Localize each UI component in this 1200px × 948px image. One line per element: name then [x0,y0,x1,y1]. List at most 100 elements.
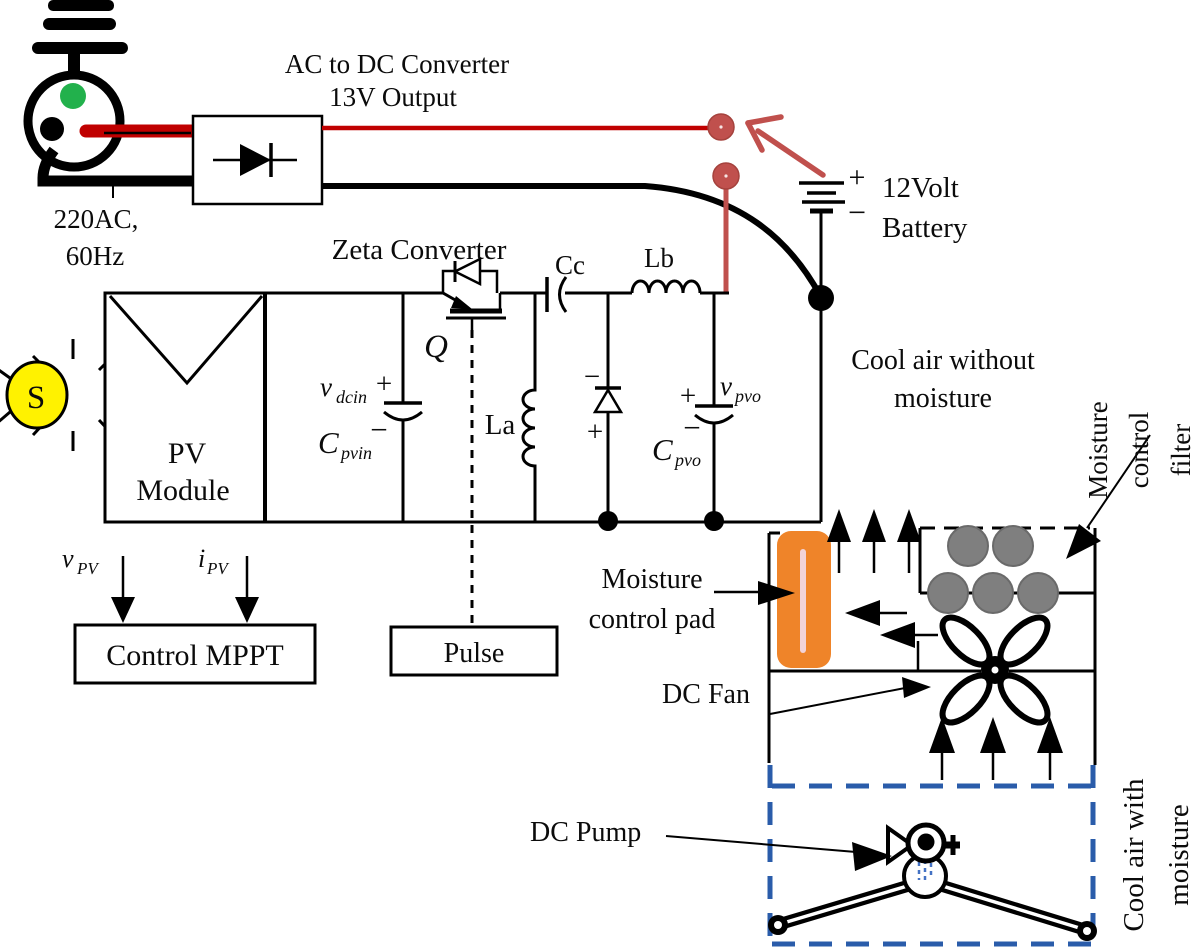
pulse-block: Pulse [389,625,559,677]
minus-sign: − [370,412,387,447]
ipv-arrowhead-icon [235,597,259,623]
sun-letter: S [27,380,45,416]
airflow-up-arrows-top [827,509,921,573]
pad-label: control pad [589,604,716,635]
cool-air-in-label: moisture [1163,804,1195,906]
pad-pointer [714,581,795,605]
terminal-highlight [724,174,728,178]
pv-chevron [108,295,264,386]
mppt-control: v PV i PV Control MPPT [62,544,317,685]
neutral-wire [37,146,193,187]
converter-title: AC to DC Converter [285,49,509,79]
ipv-subscript: PV [206,559,230,578]
battery-label: Battery [882,212,968,244]
freewheel-diode-icon [592,293,624,531]
mppt-box [73,623,317,685]
pump-nozzle [886,824,916,866]
airflow-left-arrows [845,600,938,671]
inductor-lb-icon [630,279,702,294]
dc-negative-wire [322,183,824,299]
mppt-label: Control MPPT [106,639,284,672]
filter-label: control [1124,412,1154,488]
pv-label: Module [136,474,229,507]
filter-label: Moisture [1083,401,1113,499]
output-capacitor-icon [694,293,734,531]
vdcin-subscript: dcin [336,387,367,407]
cool-air-out-label: moisture [894,383,992,414]
vpv-subscript: PV [76,559,100,578]
plug-stem [68,52,80,76]
filter-label: filter [1166,424,1196,476]
switch-arrow-icon [745,114,826,178]
battery-icon [799,181,845,297]
junction-dot [598,511,618,531]
airflow-up-arrows-bottom [929,717,1063,780]
filter-pointer [1066,434,1151,559]
diode-icon [240,144,271,176]
vpvo-label: v [720,371,732,401]
coupling-capacitor-icon [545,276,568,313]
ipv-label: i [198,544,205,573]
ac-source-label: 220AC, [54,204,139,234]
pulse-box [389,625,559,677]
cooler-assembly [767,509,1097,947]
vpv-arrowhead-icon [111,597,135,623]
cool-air-out-label: Cool air without [851,345,1035,376]
cool-air-in-label: Cool air with [1118,778,1150,932]
pump-pointer [665,835,892,871]
cpvo-label: C [652,432,673,467]
terminal-highlight [719,125,723,129]
battery-label: 12Volt [882,172,959,204]
dc-fan-icon [939,614,1051,726]
pulse-label: Pulse [444,638,505,669]
battery-plus-sign: + [849,161,866,194]
pump-pointer-arrowhead [852,842,892,871]
sun-icon: S [0,339,130,451]
green-indicator-dot [60,83,86,109]
cpvin-subscript: pvin [339,443,372,463]
plus-sign: + [587,416,603,448]
moist-air-duct-dashed [767,765,1096,947]
ac-dc-converter-box [191,114,324,206]
plus-sign: + [376,368,392,400]
plug-socket-circle [23,70,125,172]
cc-label: Cc [555,250,585,280]
switch-label: Q [424,329,448,365]
junction-dot [704,511,724,531]
plug-bar-icon [48,0,114,11]
supply-wires [322,113,826,299]
fan-label: DC Fan [662,679,750,710]
converter-subtitle: 13V Output [329,82,457,112]
pad-stripe [800,549,806,653]
pump-label: DC Pump [530,817,641,848]
pad-label: Moisture [601,564,702,595]
filter-pointer-arrowhead [1066,524,1101,559]
plug-bar-icon [43,18,116,30]
pad-pointer-arrowhead [758,581,795,605]
vdcin-label: v [320,372,332,402]
minus-sign: − [683,410,700,445]
la-label: La [485,409,516,441]
plus-sign: + [680,380,696,412]
fan-pointer [769,677,931,715]
ac-source-label: 60Hz [66,241,124,271]
input-capacitor-icon [383,293,423,522]
moisture-filter-media [927,525,1059,614]
battery-minus-sign: − [848,194,866,230]
inductor-la-icon [521,293,537,522]
zeta-converter-circuit: Zeta Converter Q [105,234,823,627]
minus-sign: − [584,361,600,393]
cpvo-subscript: pvo [673,450,701,470]
vpv-label: v [62,544,74,573]
pin-hole-dot [40,117,64,141]
pv-label: PV [168,437,207,470]
dc-pump-icon [768,822,1097,941]
vpvo-subscript: pvo [733,386,761,406]
pv-module-box [103,291,267,524]
lb-label: Lb [644,243,674,273]
ac-plug-icon [23,0,200,198]
plug-bar-icon [32,42,128,54]
igbt-switch-icon [441,256,506,330]
fan-pointer-arrowhead [902,677,931,698]
